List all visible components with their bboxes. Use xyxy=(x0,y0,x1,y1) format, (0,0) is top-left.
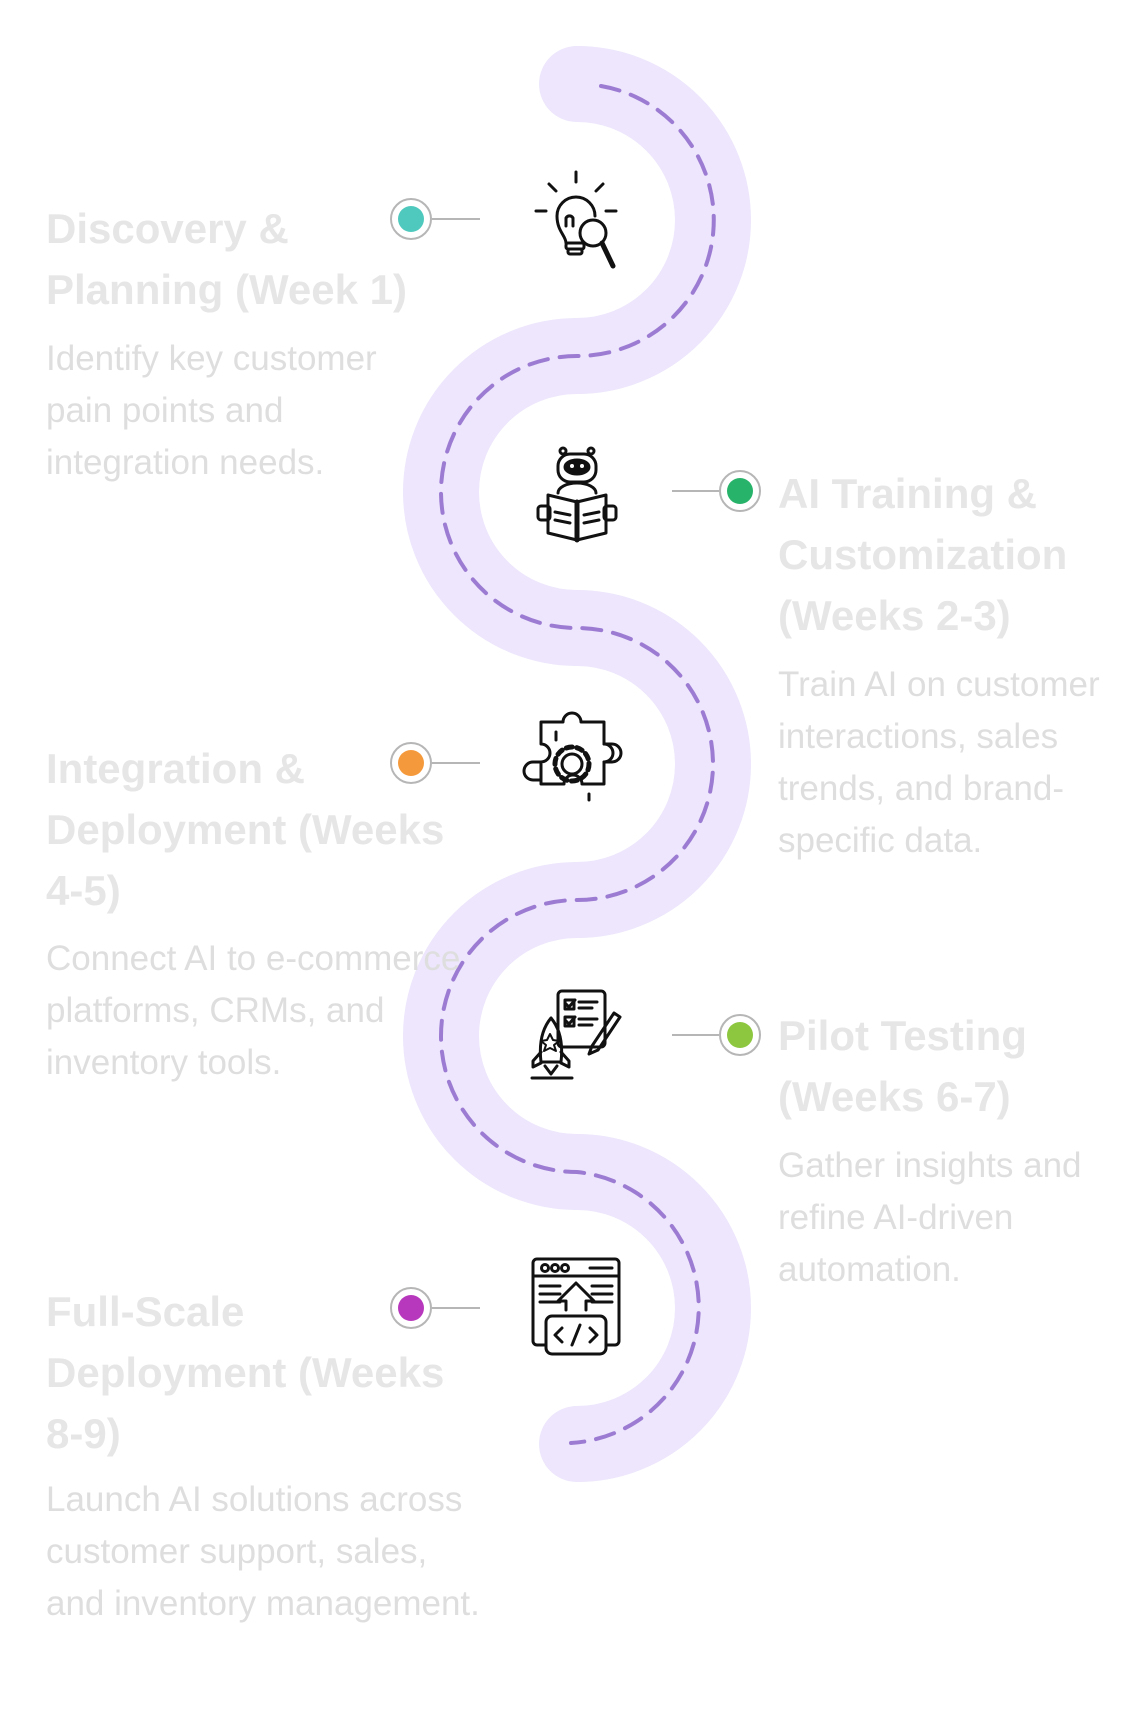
step-2-title: AI Training & Customization (Weeks 2-3) xyxy=(778,470,1068,639)
lightbulb-magnifier-icon xyxy=(534,170,618,269)
timeline-path-dashed-line xyxy=(439,84,716,1445)
step-4-title: Pilot Testing (Weeks 6-7) xyxy=(778,1012,1027,1120)
step-2-connector xyxy=(672,470,761,512)
timeline-path-band xyxy=(403,46,751,1482)
step-5-description: Launch AI solutions across customer supp… xyxy=(46,1480,480,1623)
step-4-description: Gather insights and refine AI-driven aut… xyxy=(778,1146,1082,1289)
puzzle-gear-icon xyxy=(522,711,623,802)
step-2-description: Train AI on customer interactions, sales… xyxy=(778,665,1100,860)
step-5-title: Full-Scale Deployment (Weeks 8-9) xyxy=(46,1288,445,1457)
step-3-description: Connect AI to e-commerce platforms, CRMs… xyxy=(46,939,461,1082)
step-3-connector xyxy=(390,742,480,784)
step-1-title: Discovery & Planning (Week 1) xyxy=(46,205,407,313)
rocket-checklist-icon xyxy=(530,989,622,1080)
step-4-connector xyxy=(672,1014,761,1056)
step-1-connector xyxy=(390,198,480,240)
step-3-title: Integration & Deployment (Weeks 4-5) xyxy=(46,745,445,914)
robot-reading-book-icon xyxy=(536,446,618,543)
step-1-description: Identify key customer pain points and in… xyxy=(46,339,377,482)
step-5-connector xyxy=(390,1287,480,1329)
browser-code-upload-icon xyxy=(531,1257,621,1356)
